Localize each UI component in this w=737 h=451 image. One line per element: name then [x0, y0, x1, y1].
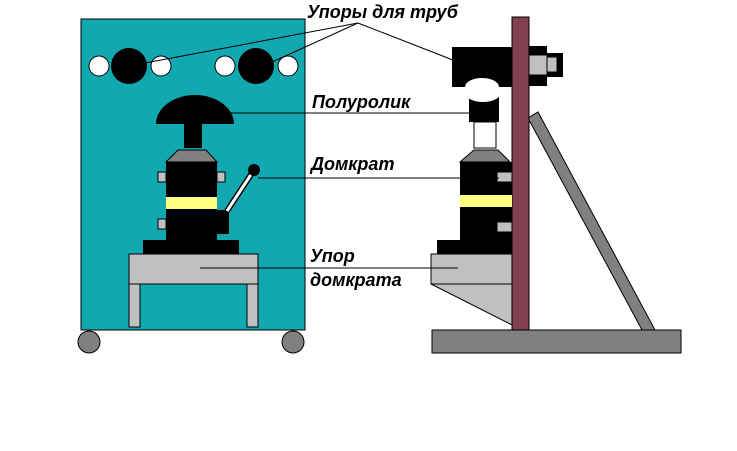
vertical-post — [511, 16, 530, 331]
jack-base-front — [143, 240, 239, 254]
left-wheel — [77, 330, 101, 354]
leader-pipe-stops — [144, 22, 359, 64]
half-roller-stem — [184, 124, 202, 148]
jack-base-side — [437, 240, 512, 254]
jack-side-tab — [157, 218, 167, 230]
bolt-end-inner — [546, 56, 558, 73]
jack-stop-gusset — [430, 283, 513, 326]
jack-handle-highlight — [225, 172, 254, 212]
base-beam — [431, 329, 682, 354]
pipe-hole-white — [214, 55, 236, 77]
jack-side-tab — [216, 171, 226, 183]
label-jack-stop-line2: домкрата — [310, 270, 402, 290]
pipe-hole-white — [277, 55, 299, 77]
pipe-stop-holes — [88, 48, 299, 84]
table-left-leg — [128, 283, 141, 328]
label-half-roller: Полуролик — [312, 92, 411, 112]
front-view — [77, 18, 306, 354]
leader-lines — [144, 22, 499, 269]
jack-side-tab — [496, 171, 513, 183]
half-roller-front — [156, 95, 234, 124]
jack-stop-side — [430, 253, 513, 285]
jack-yellow-band-side — [460, 195, 512, 207]
jack-side-tab — [496, 221, 513, 233]
label-jack-stop-line1: Упор — [310, 246, 355, 266]
jack-dome-side — [458, 149, 512, 163]
pipe-hole-black — [238, 48, 274, 84]
jack-handle-knob — [248, 164, 260, 176]
jack-stop-table — [128, 253, 259, 285]
table-right-leg — [246, 283, 259, 328]
right-wheel — [281, 330, 305, 354]
leader-pipe-stops — [357, 22, 459, 63]
label-pipe-stops: Упоры для труб — [307, 2, 459, 22]
jack-yellow-band-front — [166, 197, 217, 209]
leader-pipe-stops — [269, 22, 359, 64]
label-jack: Домкрат — [309, 154, 394, 174]
diagonal-brace — [527, 111, 656, 331]
half-roller-stem-side — [473, 121, 497, 149]
half-roller-notch — [466, 86, 500, 102]
jack-side-tab — [157, 171, 167, 183]
bolt-washer — [528, 54, 548, 76]
side-view — [430, 16, 682, 354]
pipe-hole-white — [88, 55, 110, 77]
jack-pump-block — [217, 210, 229, 234]
pipe-hole-black — [111, 48, 147, 84]
